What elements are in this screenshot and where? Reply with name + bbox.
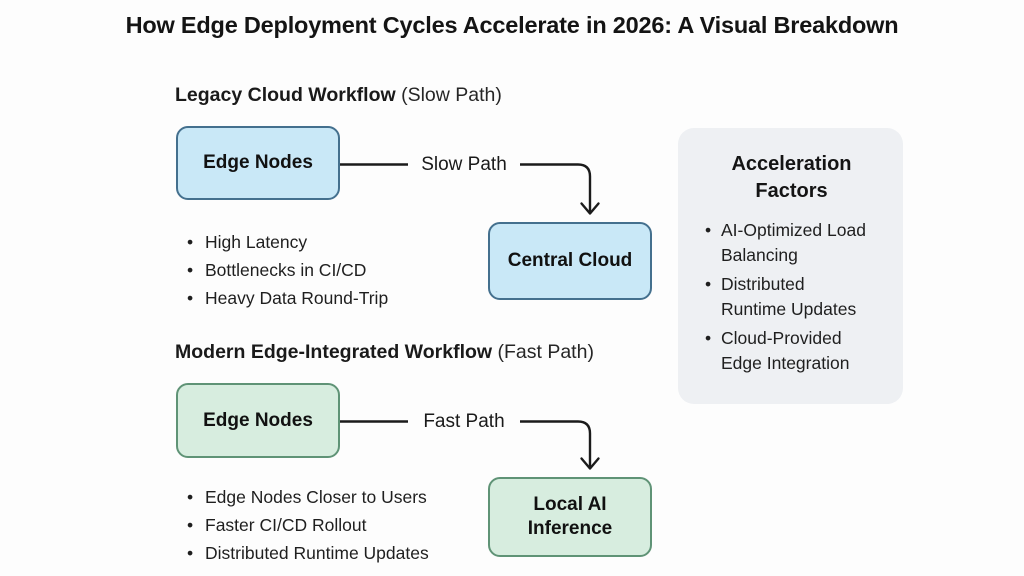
- bullet-item: AI-Optimized Load Balancing: [704, 218, 871, 268]
- bullet-item: Distributed Runtime Updates: [185, 539, 429, 567]
- fast-path-label: Fast Path: [408, 408, 520, 436]
- fast-path-arrowhead-icon: [580, 457, 600, 470]
- bullet-item: Faster CI/CD Rollout: [185, 511, 429, 539]
- local-ai-inference-box: Local AI Inference: [488, 477, 652, 557]
- modern-bullet-list: Edge Nodes Closer to Users Faster CI/CD …: [185, 483, 429, 567]
- legacy-heading-text: Legacy Cloud Workflow: [175, 84, 396, 106]
- bullet-item: Distributed Runtime Updates: [704, 272, 871, 322]
- node-label: Edge Nodes: [203, 409, 313, 431]
- legacy-edge-nodes-box: Edge Nodes: [176, 126, 340, 200]
- acceleration-panel-title: Acceleration Factors: [731, 153, 852, 202]
- node-label: Local AI Inference: [527, 494, 613, 539]
- legacy-section-heading: Legacy Cloud Workflow (Slow Path): [175, 84, 502, 107]
- acceleration-panel: Acceleration Factors AI-Optimized Load B…: [678, 128, 903, 404]
- legacy-bullet-list: High Latency Bottlenecks in CI/CD Heavy …: [185, 228, 388, 312]
- bullet-item: Heavy Data Round-Trip: [185, 284, 388, 312]
- acceleration-bullet-list: AI-Optimized Load Balancing Distributed …: [704, 218, 903, 376]
- slow-path-label: Slow Path: [408, 151, 520, 179]
- bullet-item: Cloud-Provided Edge Integration: [704, 326, 871, 376]
- bullet-item: Bottlenecks in CI/CD: [185, 256, 388, 284]
- node-label: Central Cloud: [507, 250, 633, 272]
- modern-section-heading: Modern Edge-Integrated Workflow (Fast Pa…: [175, 341, 594, 364]
- modern-edge-nodes-box: Edge Nodes: [176, 383, 340, 458]
- node-label: Edge Nodes: [203, 152, 313, 174]
- modern-heading-text: Modern Edge-Integrated Workflow: [175, 341, 493, 363]
- slow-path-arrowhead-icon: [580, 202, 600, 215]
- bullet-item: High Latency: [185, 228, 388, 256]
- legacy-heading-note: (Slow Path): [401, 84, 502, 106]
- page-title: How Edge Deployment Cycles Accelerate in…: [125, 12, 899, 38]
- central-cloud-box: Central Cloud: [488, 222, 652, 300]
- bullet-item: Edge Nodes Closer to Users: [185, 483, 429, 511]
- modern-heading-note: (Fast Path): [497, 341, 594, 363]
